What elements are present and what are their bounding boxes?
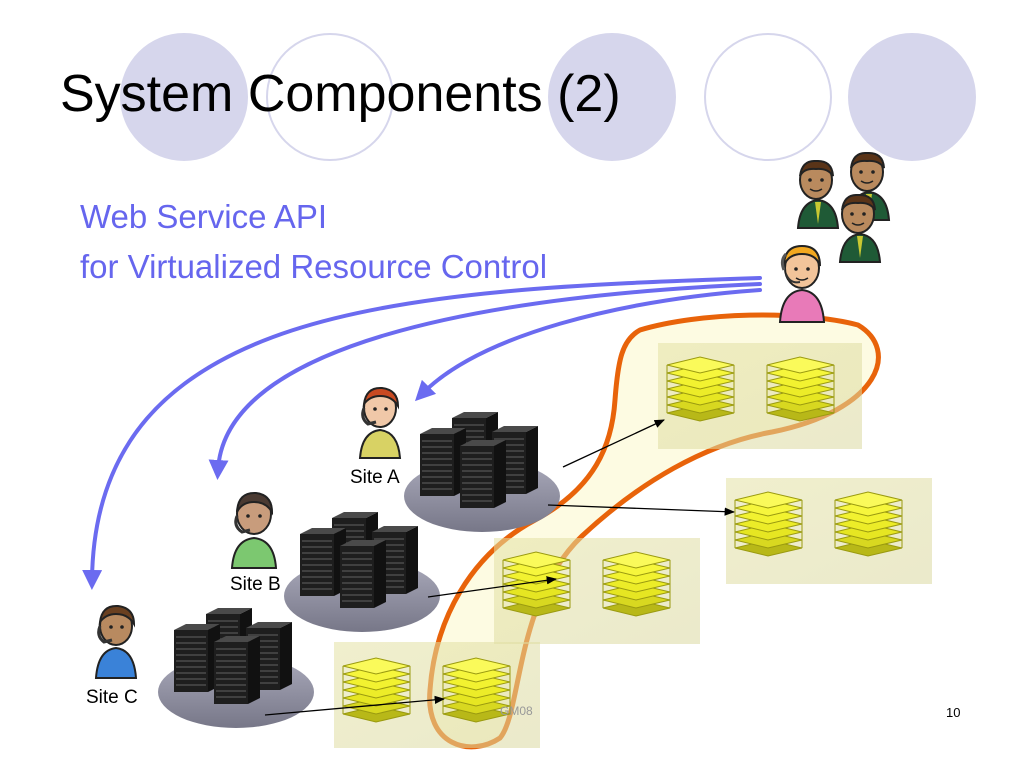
virtual-stack-group bbox=[494, 538, 700, 644]
site-a-label: Site A bbox=[350, 467, 400, 488]
operator-icon bbox=[778, 244, 826, 323]
server-rack-icon bbox=[404, 412, 560, 532]
decor-circle bbox=[848, 33, 976, 161]
virtual-resource-stack-icon bbox=[666, 356, 735, 422]
site-c-user-icon bbox=[94, 604, 138, 679]
site-a-user-icon bbox=[358, 386, 402, 459]
decor-circle bbox=[266, 33, 394, 161]
api-arrow-site-c bbox=[82, 276, 762, 590]
mapping-arrows bbox=[264, 419, 736, 716]
footer-text: GM08 bbox=[500, 704, 533, 718]
virtual-stack-group bbox=[726, 478, 932, 584]
site-b-label: Site B bbox=[230, 574, 281, 595]
subtitle-line: Web Service API bbox=[80, 198, 328, 235]
virtual-resource-stack-icon bbox=[502, 551, 571, 617]
page-number: 10 bbox=[946, 705, 961, 720]
server-rack-icon bbox=[284, 512, 440, 632]
api-arrow-site-b bbox=[208, 282, 762, 480]
mapping-arrow bbox=[264, 695, 446, 716]
decor-circle bbox=[120, 33, 248, 161]
mapping-arrow bbox=[547, 504, 736, 516]
slide-title: System Components (2) bbox=[60, 65, 621, 123]
decor-circle bbox=[704, 33, 832, 161]
virtual-stack-group bbox=[658, 343, 862, 449]
site-c-label: Site C bbox=[86, 687, 138, 708]
mapping-arrow bbox=[427, 576, 558, 598]
subtitle-line: for Virtualized Resource Control bbox=[80, 248, 548, 285]
server-rack-icon bbox=[158, 608, 314, 728]
decor-circle bbox=[548, 33, 676, 161]
virtual-resource-stack-icon bbox=[834, 491, 903, 557]
virtual-resource-stack-icon bbox=[734, 491, 803, 557]
mapping-arrow bbox=[562, 419, 665, 468]
virtual-stack-group bbox=[334, 642, 540, 748]
api-arrows bbox=[82, 276, 762, 590]
user-group-icon bbox=[796, 151, 891, 263]
api-arrow-site-a bbox=[414, 288, 762, 402]
virtual-resource-stack-icon bbox=[602, 551, 671, 617]
site-b-user-icon bbox=[230, 491, 278, 569]
virtual-resource-stack-icon bbox=[342, 657, 411, 723]
virtual-resource-stack-icon bbox=[766, 356, 835, 422]
